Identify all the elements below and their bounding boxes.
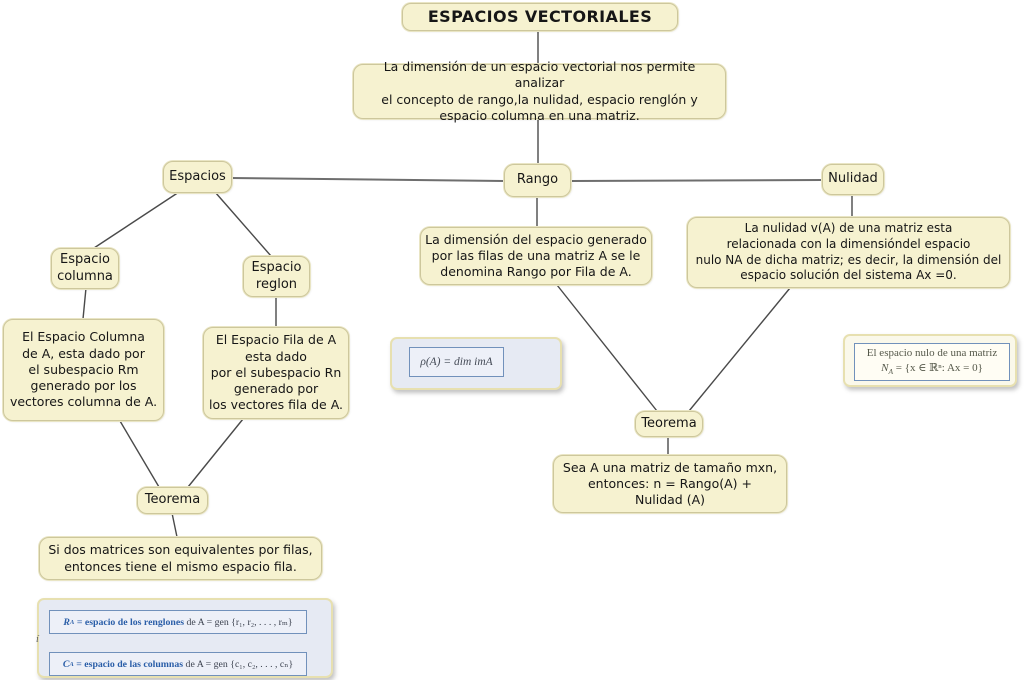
nulidad-description-box[interactable]: La nulidad v(A) de una matriz esta relac… [687, 217, 1010, 288]
espacio-columna-description-box[interactable]: El Espacio Columna de A, esta dado por e… [3, 319, 164, 421]
node-espacios[interactable]: Espacios [163, 161, 232, 193]
rho-formula-image[interactable]: ρ(A) = dim imA [390, 337, 562, 390]
null-space-formula-image[interactable]: El espacio nulo de una matriz NA = {x ∈ … [843, 334, 1017, 387]
connector-teoremaleft-desc [171, 512, 178, 538]
node-nulidad[interactable]: Nulidad [822, 164, 884, 195]
node-espacio-columna[interactable]: Espacio columna [51, 248, 119, 289]
node-teorema-right[interactable]: Teorema [635, 411, 703, 437]
rango-description-box[interactable]: La dimensión del espacio generado por la… [420, 227, 652, 285]
null-space-formula-line2: NA = {x ∈ ℝⁿ: Ax = 0} [881, 362, 983, 377]
rho-formula-frame: ρ(A) = dim imA [409, 347, 504, 377]
connector-columnadesc-teorema [119, 420, 160, 488]
rho-formula-text: ρ(A) = dim imA [420, 356, 493, 368]
node-espacio-reglon[interactable]: Espacio reglon [243, 256, 310, 297]
column-space-bold-label: espacio de las columnas [84, 658, 184, 670]
row-space-bold-label: espacio de los renglones [84, 616, 185, 628]
null-space-formula-frame: El espacio nulo de una matriz NA = {x ∈ … [854, 343, 1010, 381]
connector-espacios-rango [230, 177, 505, 182]
teorema-right-description-box[interactable]: Sea A una matriz de tamaño mxn, entonces… [553, 455, 787, 513]
node-teorema-left[interactable]: Teorema [137, 487, 208, 514]
title-node[interactable]: ESPACIOS VECTORIALES [402, 3, 678, 31]
connector-espacios-reglon [214, 191, 272, 257]
connector-espacios-columna [93, 191, 180, 249]
connector-rangodesc-teorema [556, 284, 658, 412]
intro-box[interactable]: La dimensión de un espacio vectorial nos… [353, 59, 726, 123]
null-space-formula-line1: El espacio nulo de una matriz [866, 346, 998, 359]
node-rango[interactable]: Rango [504, 164, 571, 197]
connector-nulidaddesc-teorema [688, 287, 791, 412]
connector-filadesc-teorema [187, 418, 244, 488]
row-space-var: R [63, 616, 70, 628]
espacio-reglon-description-box[interactable]: El Espacio Fila de A esta dado por el su… [203, 327, 349, 419]
stray-mark: í [36, 634, 39, 645]
connector-rango-nulidad [570, 179, 823, 182]
teorema-left-description-box[interactable]: Si dos matrices son equivalentes por fil… [39, 537, 322, 580]
connector-columna-desc [82, 287, 87, 320]
column-space-var: C [62, 658, 70, 670]
